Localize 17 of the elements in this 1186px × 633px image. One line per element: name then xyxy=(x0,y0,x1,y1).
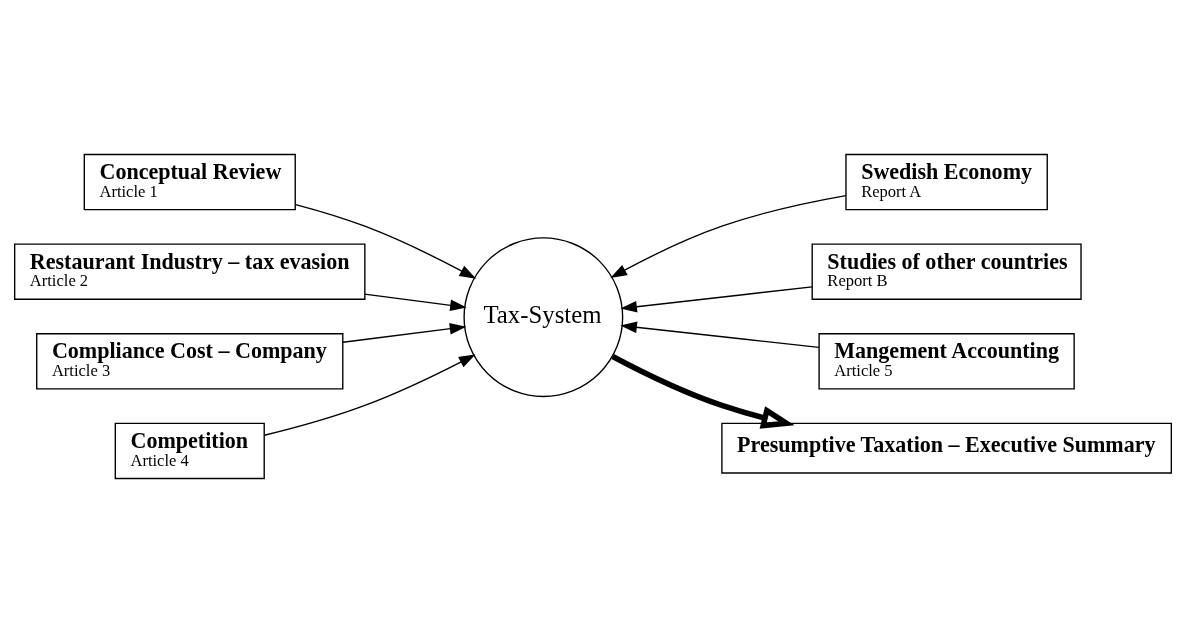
arrow xyxy=(342,323,467,343)
arrow xyxy=(263,354,476,436)
node-box: Presumptive Taxation – Executive Summary xyxy=(721,422,1172,474)
node-box: Mangement Accounting Article 5 xyxy=(818,333,1075,390)
arrow xyxy=(611,354,795,429)
arrow xyxy=(620,321,820,349)
node-box: Studies of other countries Report B xyxy=(811,243,1082,300)
node-box: Conceptual Review Article 1 xyxy=(83,153,296,211)
node-box: Restaurant Industry – tax evasion Article 2 xyxy=(14,243,366,300)
arrow xyxy=(610,194,847,278)
node-box: Competition Article 4 xyxy=(114,422,265,480)
arrow xyxy=(294,203,477,279)
node-circle: Tax-System xyxy=(463,237,624,398)
node-box: Compliance Cost – Company Article 3 xyxy=(36,333,344,390)
arrow xyxy=(620,286,813,313)
node-box: Swedish Economy Report A xyxy=(845,153,1048,211)
arrow xyxy=(364,293,467,312)
